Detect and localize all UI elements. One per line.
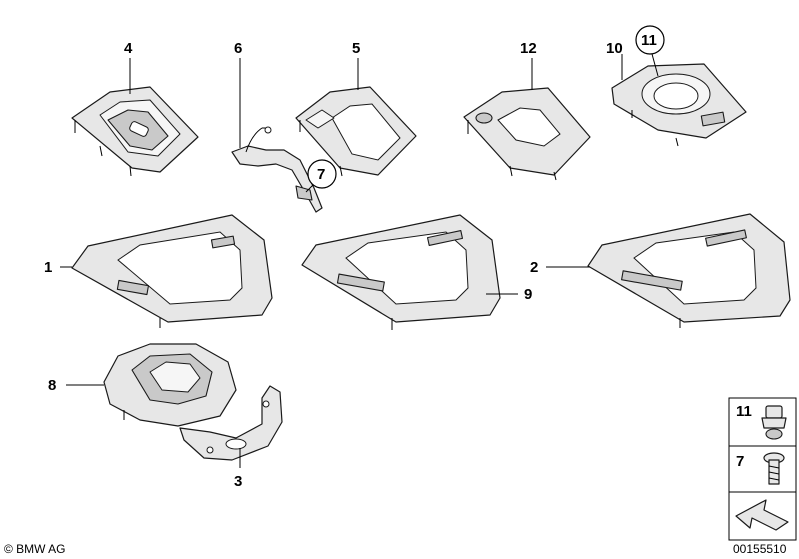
copyright-text: © BMW AG (4, 542, 66, 556)
callout-leaders (60, 53, 659, 468)
part-9-console-trim[interactable] (301, 214, 501, 330)
callout-6: 6 (234, 40, 242, 57)
callout-8: 8 (48, 377, 56, 394)
part-3-bracket[interactable] (179, 385, 283, 461)
screw-icon (763, 452, 785, 485)
callout-3: 3 (234, 473, 242, 490)
diagram-number: 00155510 (733, 542, 787, 556)
callout-9: 9 (524, 286, 532, 303)
callout-7: 7 (317, 166, 325, 183)
part-10-ring-cover[interactable] (611, 63, 747, 147)
callout-10: 10 (606, 40, 623, 57)
part-8-shifter-housing[interactable] (103, 343, 237, 427)
callout-12: 12 (520, 40, 537, 57)
callout-7-circle (307, 159, 337, 189)
part-12-selector-trim[interactable] (463, 87, 591, 181)
direction-arrow-icon (735, 499, 789, 531)
part-4-shift-cover[interactable] (71, 86, 199, 177)
part-5-shift-trim[interactable] (295, 86, 417, 177)
clip-nut-icon (761, 405, 787, 440)
callout-11-circle (635, 25, 665, 55)
legend-label-11: 11 (736, 403, 752, 420)
callout-5: 5 (352, 40, 360, 57)
callout-2: 2 (530, 259, 538, 276)
callout-4: 4 (124, 40, 133, 57)
legend-label-7: 7 (736, 453, 744, 470)
callout-11: 11 (641, 32, 657, 49)
part-2-console-trim[interactable] (587, 213, 791, 328)
callout-1: 1 (44, 259, 52, 276)
part-1-console-trim[interactable] (71, 214, 273, 328)
small-parts-legend: 11 7 (728, 397, 797, 541)
